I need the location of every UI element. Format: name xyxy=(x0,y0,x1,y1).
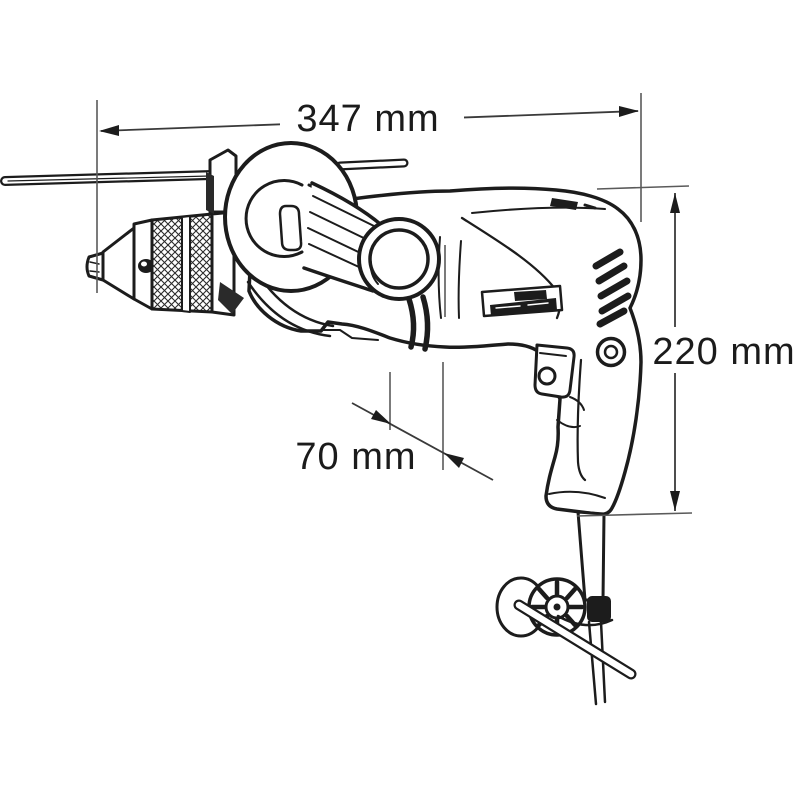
vent-slat xyxy=(592,248,624,270)
handle-boot-line xyxy=(548,490,606,499)
nameplate-text-band xyxy=(490,298,557,316)
cord-strain-relief xyxy=(576,510,606,602)
handle-grip-seam xyxy=(576,358,587,482)
body-front-seam-1 xyxy=(437,236,442,319)
depth-rod-shading xyxy=(7,175,211,182)
offset-dimension-label: 70 mm xyxy=(295,436,416,478)
trigger-under-line xyxy=(569,396,585,411)
chuck-groove xyxy=(181,215,191,313)
depth-rod-rear-body xyxy=(337,160,407,169)
nameplate-highlight xyxy=(495,302,549,309)
band-arc-outer xyxy=(246,280,332,338)
arrow-right xyxy=(619,106,639,117)
length-dimension-label: 347 mm xyxy=(296,98,439,140)
grip-end-cap-shade xyxy=(369,261,379,285)
handle-thumb-curve xyxy=(556,419,581,429)
trigger-lock-button xyxy=(537,366,557,386)
grip-flute xyxy=(309,211,373,243)
arrow-left xyxy=(99,125,119,136)
vent-slat xyxy=(597,277,631,300)
chuck-key xyxy=(495,576,637,680)
arrow-offset-1 xyxy=(371,410,391,424)
band-shadow-wedge xyxy=(218,282,244,314)
trigger-top-line xyxy=(539,352,567,357)
arrow-up xyxy=(670,193,680,213)
ext-line-top xyxy=(596,185,690,190)
nameplate-logo-smudge xyxy=(514,290,547,301)
knob-inner xyxy=(603,344,619,360)
drill-chuck xyxy=(85,210,236,317)
dimension-70: 70 mm xyxy=(295,245,494,481)
clamp-shadow xyxy=(206,172,214,214)
flange-slot xyxy=(278,204,303,252)
depth-rod-front xyxy=(0,170,217,186)
flange-inner-arc xyxy=(244,179,304,258)
vent-slat xyxy=(596,307,628,328)
arrow-down xyxy=(670,491,680,511)
body-bottom-step xyxy=(321,329,379,341)
body-front-seam-2 xyxy=(457,240,462,319)
height-dimension-label: 220 mm xyxy=(652,331,795,373)
vent-slat xyxy=(598,292,632,315)
chuck-key-hole-highlight xyxy=(141,261,147,267)
knob-outer xyxy=(595,336,627,368)
side-handle-grip xyxy=(302,181,441,301)
chuck-cone xyxy=(101,226,136,301)
grip-bottom-edge xyxy=(302,266,375,293)
chuck-tip xyxy=(85,251,105,282)
speed-dial-knob xyxy=(595,336,627,368)
grip-end-cap-inner xyxy=(368,228,430,290)
vent-slats xyxy=(592,248,632,328)
front-shading-bar-2 xyxy=(420,294,431,352)
key-strap xyxy=(556,614,614,627)
vent-slat xyxy=(595,262,628,285)
ext-line-bottom xyxy=(576,512,693,517)
dimension-347: 347 mm xyxy=(96,92,642,293)
mode-switch-tick xyxy=(583,203,597,210)
arrow-offset-2 xyxy=(444,453,464,468)
key-handle-body xyxy=(515,601,635,678)
dimension-220: 220 mm xyxy=(576,185,799,517)
front-shading-bar-1 xyxy=(406,296,417,350)
key-cord-clip xyxy=(587,596,611,622)
depth-rod-rear xyxy=(335,158,409,171)
key-hub-center xyxy=(553,603,561,611)
label-mask xyxy=(280,92,464,140)
trigger xyxy=(533,343,585,411)
grip-flute xyxy=(312,195,375,227)
cord-lines xyxy=(587,620,607,706)
mode-switch xyxy=(550,198,578,210)
label-mask xyxy=(650,327,799,373)
